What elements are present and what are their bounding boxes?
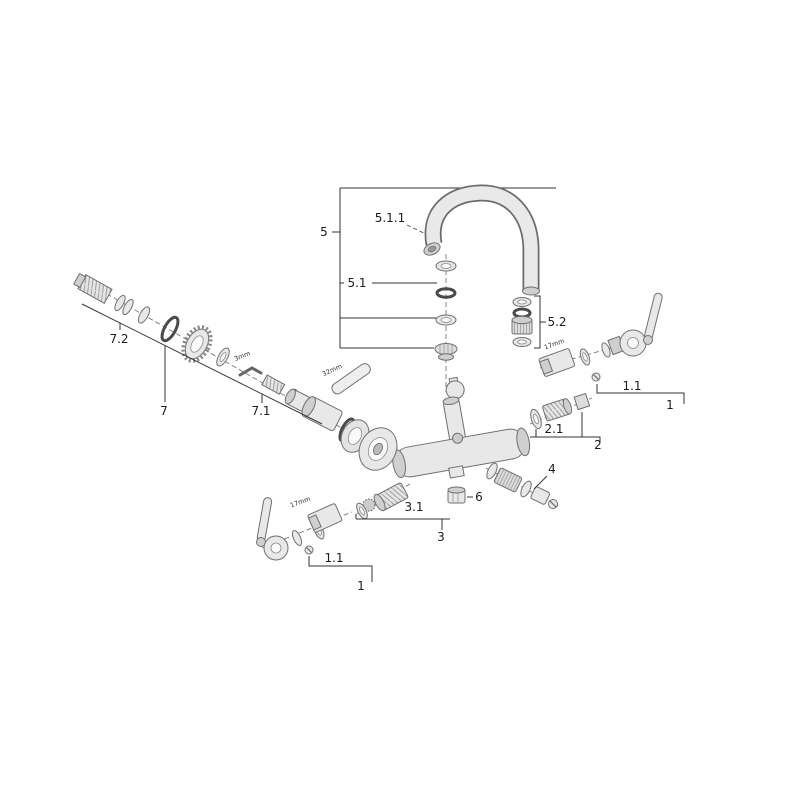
label-1-right: 1 xyxy=(666,398,674,412)
part-o-ring-large xyxy=(160,315,180,343)
part-check-valve xyxy=(542,398,573,422)
part-screw-4 xyxy=(548,499,558,509)
bracket-1-left xyxy=(308,556,373,582)
part-ring-right-handle xyxy=(579,348,591,366)
bracket-3 xyxy=(355,514,450,530)
label-1-left: 1 xyxy=(357,579,365,593)
part-handle-knob-right xyxy=(619,329,647,357)
part-seal-washer xyxy=(137,306,151,324)
label-7: 7 xyxy=(160,404,168,418)
part-screw-left xyxy=(304,545,314,555)
part-seal-ring-2 xyxy=(530,408,542,430)
part-spout xyxy=(424,184,540,296)
label-5-1-1: 5.1.1 xyxy=(375,211,406,225)
label-17mm-left: 17mm xyxy=(289,495,311,510)
bracket-2 xyxy=(530,412,601,442)
label-7-2: 7.2 xyxy=(109,332,128,346)
part-wall-union-nipple xyxy=(73,272,113,304)
part-ring-4a xyxy=(486,462,498,480)
part-washer-b xyxy=(122,298,134,316)
part-main-body xyxy=(392,376,531,479)
label-3mm: 3mm xyxy=(233,349,252,363)
leader-7 xyxy=(81,303,323,425)
part-washer-right-handle xyxy=(601,342,611,358)
part-mounting-nut xyxy=(434,343,458,361)
part-screw-right xyxy=(591,372,601,382)
label-32mm: 32mm xyxy=(321,362,343,378)
part-union-sleeve-large xyxy=(301,396,343,431)
part-flat-ring xyxy=(216,347,230,367)
part-aerator xyxy=(423,242,441,256)
part-flow-stack-5-2 xyxy=(511,297,533,347)
label-5: 5 xyxy=(320,225,328,239)
label-7-1: 7.1 xyxy=(251,404,270,418)
part-socket-tool-32mm xyxy=(331,363,371,395)
leader-4 xyxy=(533,475,548,490)
part-ring-stack xyxy=(435,314,457,326)
label-3-1: 3.1 xyxy=(404,500,423,514)
label-17mm-right: 17mm xyxy=(543,337,565,352)
label-5-2: 5.2 xyxy=(547,315,566,329)
part-toothed-ring xyxy=(181,325,213,363)
part-cap-4 xyxy=(530,486,551,505)
part-washer-left-handle xyxy=(291,530,303,546)
part-handle-lever-right xyxy=(643,292,663,345)
label-2-1: 2.1 xyxy=(544,422,563,436)
bracket-5-2 xyxy=(534,295,546,349)
part-sleeve-17mm-left xyxy=(307,503,343,533)
bracket-5 xyxy=(332,187,556,349)
part-washer-a xyxy=(114,294,126,312)
bracket-1-right xyxy=(596,384,685,404)
part-handle-knob-left xyxy=(263,535,289,561)
part-ring-4b xyxy=(520,480,532,498)
part-escutcheon-large xyxy=(358,427,398,471)
part-filter-2 xyxy=(573,392,591,411)
label-4: 4 xyxy=(548,462,556,476)
part-o-ring-stack xyxy=(435,287,457,299)
label-1-1-right: 1.1 xyxy=(622,379,641,393)
part-hex-nut-6 xyxy=(447,486,466,504)
label-1-1-left: 1.1 xyxy=(324,551,343,565)
part-allen-key xyxy=(238,366,263,377)
part-sleeve-17mm-right xyxy=(538,348,576,377)
label-6: 6 xyxy=(475,490,483,504)
part-cartridge-sleeve-4 xyxy=(493,467,523,493)
part-threaded-stud xyxy=(261,374,286,395)
label-5-1: 5.1 xyxy=(347,276,366,290)
label-2: 2 xyxy=(594,438,602,452)
part-thermostat-cartridge xyxy=(373,482,409,512)
label-3: 3 xyxy=(437,530,445,544)
part-nut-top xyxy=(435,260,457,272)
